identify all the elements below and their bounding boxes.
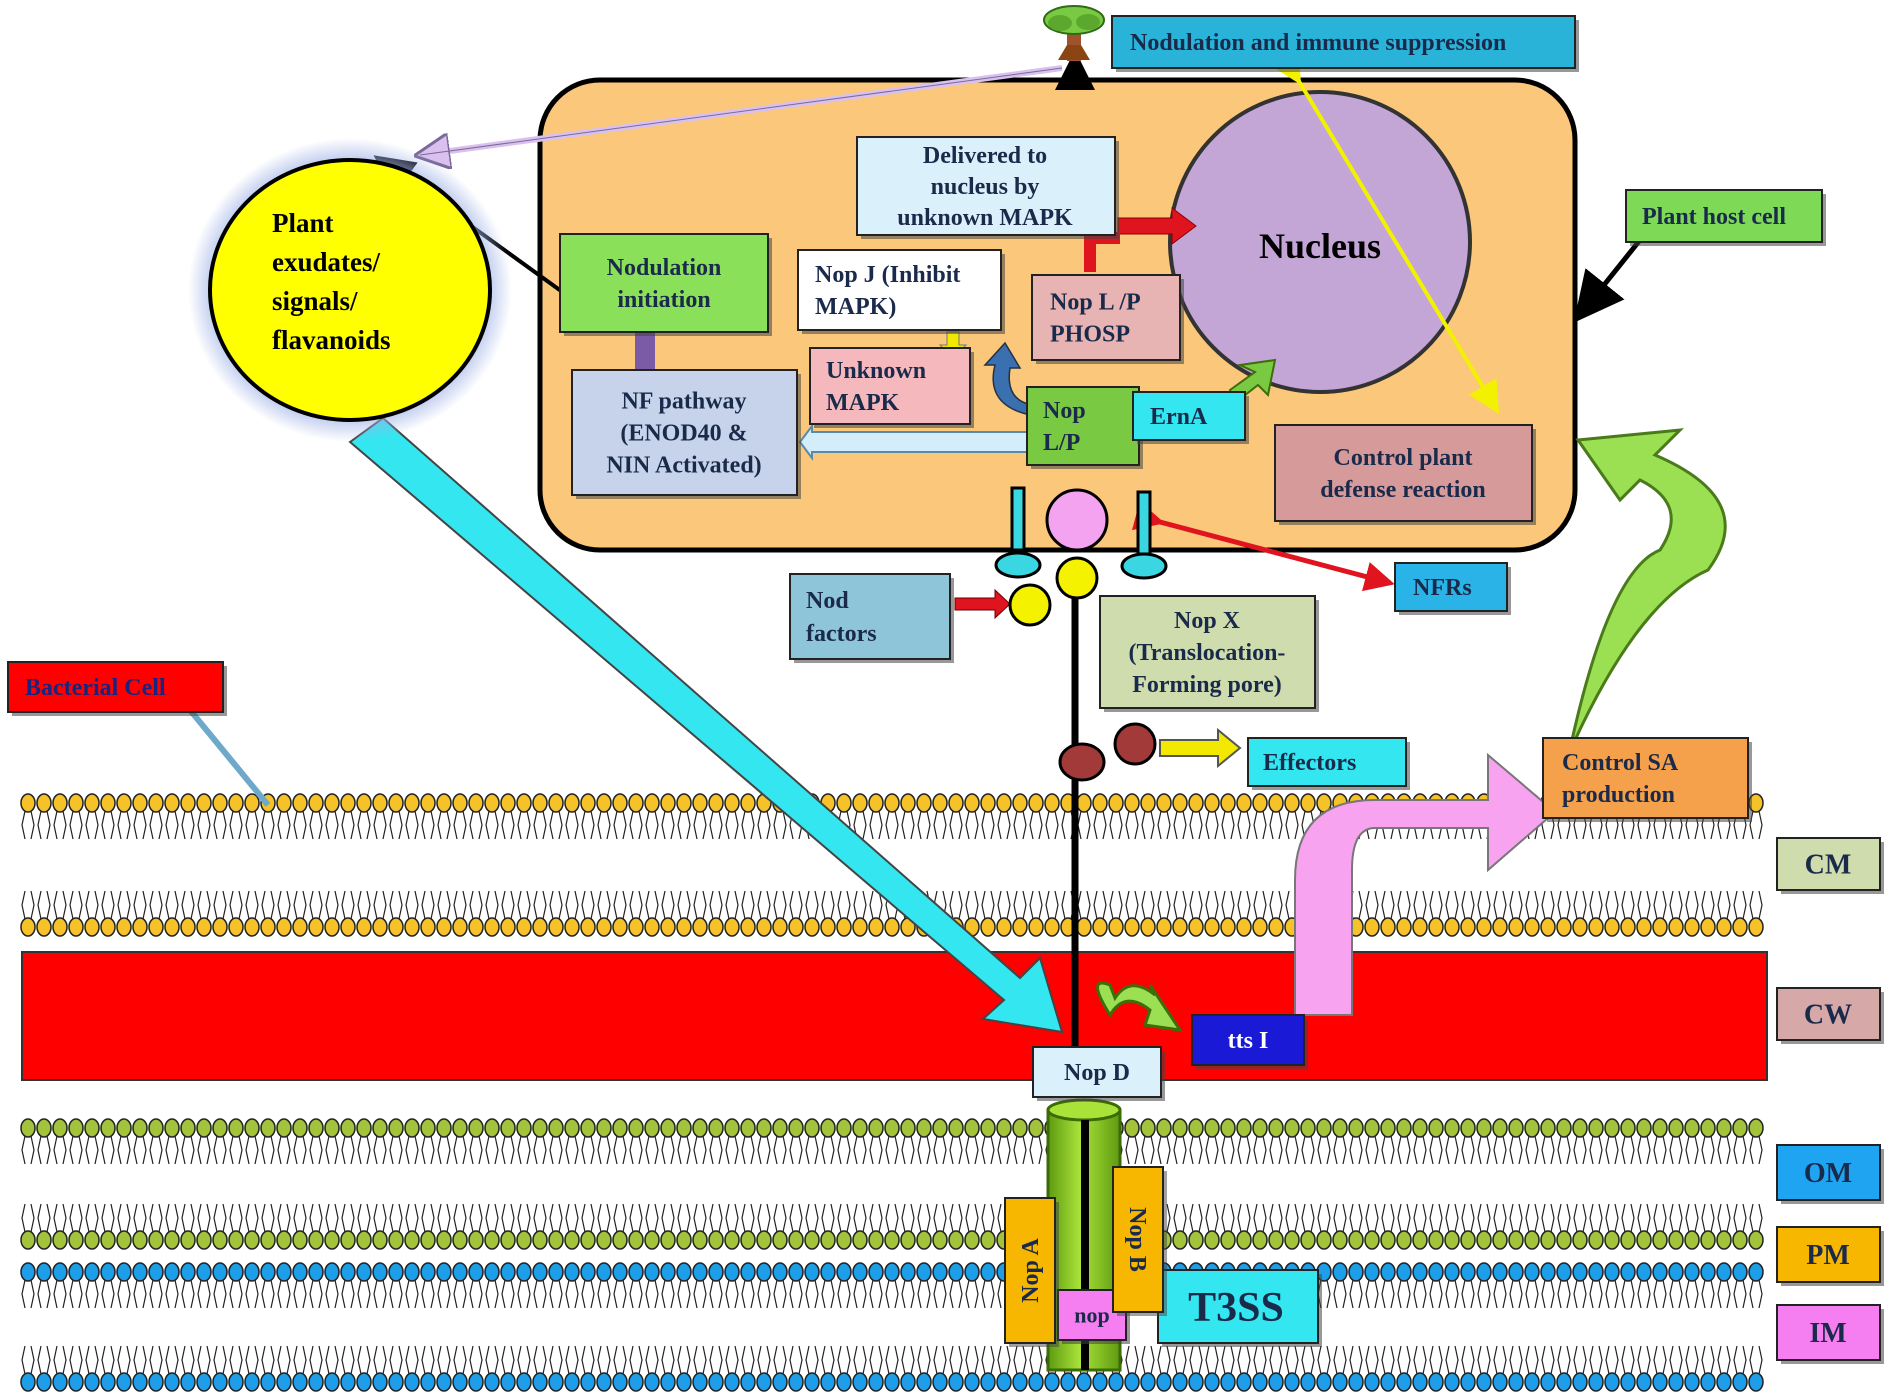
nfrs-box: NFRs bbox=[1394, 562, 1511, 615]
delivered-to-nucleus-arrow bbox=[1117, 207, 1197, 245]
nopx-box-text: Nop X(Translocation-Forming pore) bbox=[1129, 608, 1286, 698]
pm-box-text: PM bbox=[1806, 1240, 1850, 1271]
nf-pathway-box-text: NF pathway(ENOD40 &NIN Activated) bbox=[606, 389, 761, 479]
nopd-box: Nop D bbox=[1032, 1046, 1165, 1101]
effector-dot-2 bbox=[1113, 722, 1157, 766]
bacterial-cell-box-text: Bacterial Cell bbox=[25, 675, 166, 701]
tts1-box: tts I bbox=[1191, 1014, 1308, 1069]
tree-icon bbox=[1043, 5, 1105, 61]
nop-box-text: nop bbox=[1074, 1302, 1109, 1327]
yellow-double-arrow bbox=[1270, 49, 1500, 414]
nopb-box-text: Nop B bbox=[1124, 1207, 1150, 1272]
plant-host-cell-label-text: Plant host cell bbox=[1642, 204, 1786, 230]
tts1-box-text: tts I bbox=[1228, 1028, 1269, 1054]
nod-factors-arrow bbox=[954, 588, 1011, 620]
nfr-receptor-left bbox=[994, 486, 1042, 579]
im-box: IM bbox=[1776, 1304, 1884, 1364]
nodulation-connector bbox=[635, 330, 655, 370]
effector-dot-1 bbox=[1058, 742, 1106, 782]
effectors-box: Effectors bbox=[1247, 737, 1410, 790]
om-box: OM bbox=[1776, 1144, 1884, 1204]
effectors-box-text: Effectors bbox=[1263, 750, 1356, 776]
om-lipid-mid bbox=[20, 1203, 1764, 1250]
green-defense-arrow bbox=[1570, 428, 1727, 742]
bacterial-cell-box: Bacterial Cell bbox=[7, 661, 227, 716]
nod-factor-circle-2 bbox=[1008, 583, 1052, 627]
nopa-box-text: Nop A bbox=[1018, 1237, 1044, 1302]
im-box-text: IM bbox=[1809, 1318, 1846, 1349]
cw-box: CW bbox=[1776, 987, 1884, 1044]
nucleus-label: Nucleus bbox=[1259, 226, 1381, 266]
blue-curved-arrow bbox=[983, 341, 1033, 416]
nopd-box-text: Nop D bbox=[1064, 1060, 1130, 1086]
nopb-box: Nop B bbox=[1112, 1166, 1167, 1316]
noplp-to-nf-arrow bbox=[798, 423, 1028, 461]
plant-host-cell-label: Plant host cell bbox=[1625, 189, 1826, 246]
nf-pathway-box: NF pathway(ENOD40 &NIN Activated) bbox=[571, 369, 801, 499]
cm-box: CM bbox=[1776, 837, 1884, 894]
nod-factor-circle-1 bbox=[1055, 556, 1099, 600]
om-box-text: OM bbox=[1804, 1158, 1852, 1189]
nopx-box: Nop X(Translocation-Forming pore) bbox=[1099, 595, 1319, 712]
nfrs-double-arrow bbox=[1131, 501, 1395, 592]
plant-exudates-circle bbox=[208, 158, 492, 422]
erna-box: ErnA bbox=[1132, 391, 1249, 444]
t3ss-box: T3SS bbox=[1157, 1269, 1322, 1347]
cm-box-text: CM bbox=[1805, 850, 1852, 881]
nop-box: nop bbox=[1057, 1289, 1130, 1344]
nfrs-box-text: NFRs bbox=[1413, 575, 1472, 601]
green-curved-arrow-small bbox=[1096, 981, 1184, 1032]
nfr-receptor-right bbox=[1120, 490, 1168, 580]
erna-box-text: ErnA bbox=[1150, 404, 1208, 430]
nopa-box: Nop A bbox=[1004, 1197, 1059, 1347]
t3ss-box-text: T3SS bbox=[1188, 1285, 1284, 1331]
om-lipid-top bbox=[20, 1118, 1764, 1165]
cyan-signal-arrow bbox=[348, 416, 1064, 1034]
pm-lipid bbox=[20, 1262, 1764, 1309]
outer-membrane bbox=[20, 1118, 1764, 1392]
t3ss-base-top bbox=[1046, 1098, 1122, 1122]
cw-box-text: CW bbox=[1804, 1000, 1852, 1031]
bacterial-cell-connector bbox=[187, 708, 271, 807]
pink-receptor-head bbox=[1045, 488, 1109, 552]
black-arrow-host-label bbox=[1573, 238, 1642, 323]
nodulation-immune-box-text: Nodulation and immune suppression bbox=[1130, 30, 1506, 56]
lavender-arrow-outline bbox=[419, 67, 1063, 156]
im-lipid bbox=[20, 1345, 1764, 1392]
cell-wall bbox=[21, 951, 1768, 1081]
nodulation-immune-box: Nodulation and immune suppression bbox=[1111, 15, 1579, 72]
pink-sa-arrow bbox=[1294, 752, 1557, 1016]
effectors-arrow bbox=[1159, 727, 1242, 769]
pm-box: PM bbox=[1776, 1226, 1884, 1286]
